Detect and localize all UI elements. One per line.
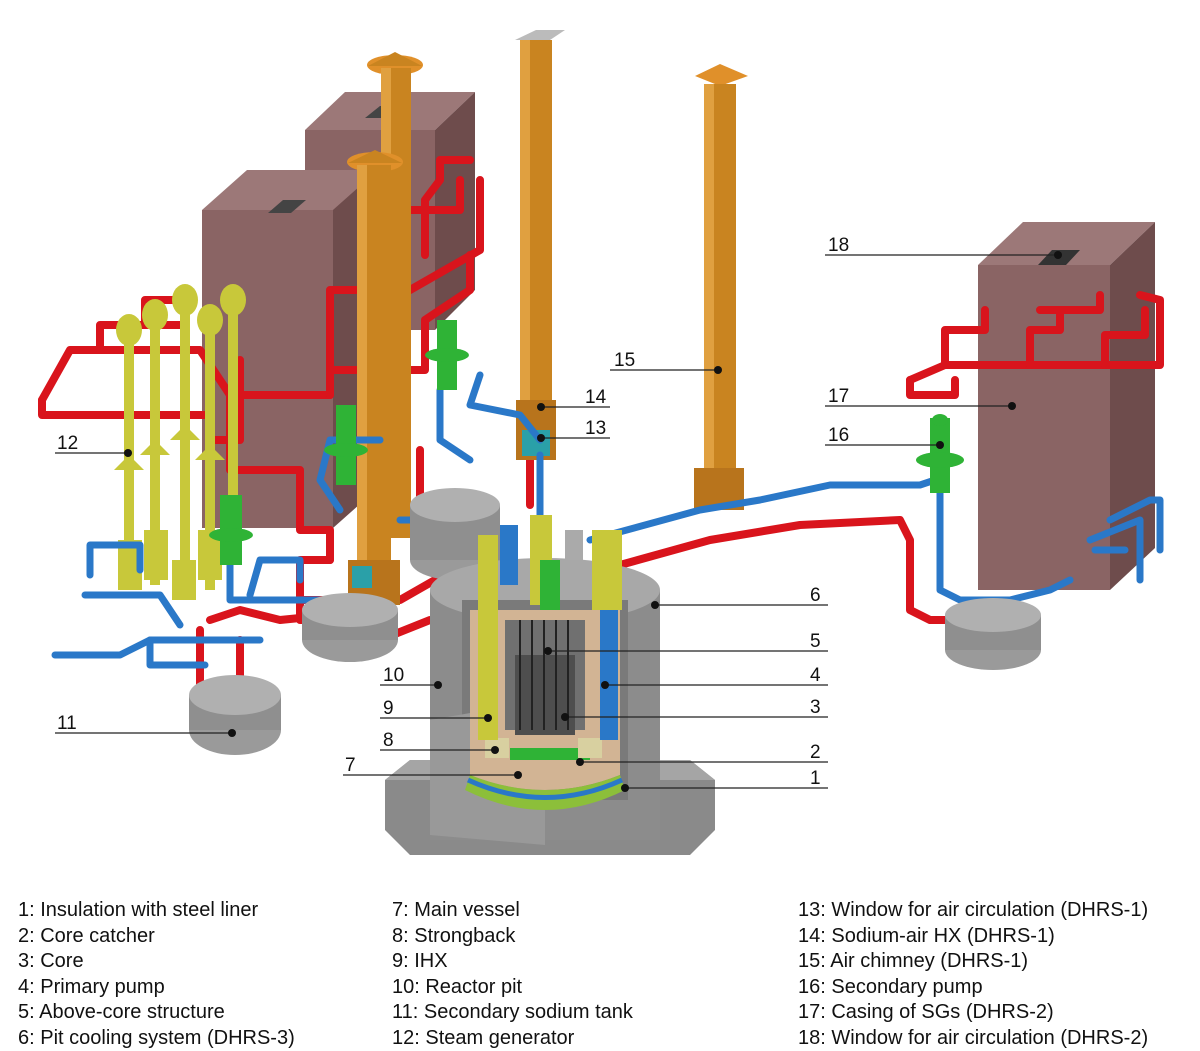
legend-column-2: 7: Main vessel 8: Strongback 9: IHX 10: … (392, 898, 633, 1051)
legend-item-5: 5: Above-core structure (18, 1001, 225, 1023)
legend-item-8: 8: Strongback (392, 924, 516, 947)
secondary-sodium-tanks (189, 488, 1041, 755)
reactor-vessel-internals (465, 610, 625, 810)
callout-dots (124, 251, 1062, 792)
ihx (478, 515, 583, 740)
legend-item-12: 12: Steam generator (392, 1026, 575, 1049)
legend-item-4: 4: Primary pump (18, 975, 165, 998)
legend-item-9: 9: IHX (392, 950, 448, 972)
legend-item-1: 1: Insulation with steel liner (18, 899, 259, 921)
legend-item-7: 7: Main vessel (392, 899, 520, 921)
legend-item-15: 15: Air chimney (DHRS-1) (798, 950, 1029, 972)
callout-6: 6 (810, 585, 821, 606)
legend-item-3: 3: Core (18, 950, 84, 972)
callout-12: 12 (57, 433, 78, 454)
callout-7: 7 (345, 755, 356, 776)
legend-item-10: 10: Reactor pit (392, 975, 523, 998)
callout-4: 4 (810, 665, 821, 686)
callout-15: 15 (614, 350, 635, 371)
legend-item-2: 2: Core catcher (18, 924, 155, 947)
callout-8: 8 (383, 730, 394, 751)
legend-item-6: 6: Pit cooling system (DHRS-3) (18, 1026, 295, 1049)
legend-item-11: 11: Secondary sodium tank (392, 1001, 633, 1023)
legend-item-13: 13: Window for air circulation (DHRS-1) (798, 899, 1149, 921)
callout-5: 5 (810, 631, 821, 652)
callout-17: 17 (828, 386, 849, 407)
callout-lines (55, 254, 1058, 789)
legend-column-3: 13: Window for air circulation (DHRS-1) … (798, 898, 1148, 1051)
callout-1: 1 (810, 768, 821, 789)
callout-14: 14 (585, 387, 607, 408)
legend-column-1: 1: Insulation with steel liner 2: Core c… (18, 898, 295, 1051)
air-chimney-right (694, 64, 748, 510)
primary-pump (592, 530, 622, 740)
callout-13: 13 (585, 418, 606, 439)
legend-item-14: 14: Sodium-air HX (DHRS-1) (798, 924, 1055, 947)
air-chimney-left-front (347, 150, 403, 605)
air-chimney-center (515, 30, 565, 460)
callout-10: 10 (383, 665, 404, 686)
callout-16: 16 (828, 425, 849, 446)
legend-item-18: 18: Window for air circulation (DHRS-2) (798, 1026, 1149, 1049)
legend-item-17: 17: Casing of SGs (DHRS-2) (798, 1001, 1054, 1023)
callout-2: 2 (810, 742, 821, 763)
callout-18: 18 (828, 235, 849, 256)
legend-item-16: 16: Secondary pump (798, 975, 983, 998)
callout-9: 9 (383, 698, 394, 719)
secondary-pumps (209, 320, 964, 565)
reactor-system-diagram: 1 2 3 4 5 6 7 8 9 10 11 12 13 14 15 16 1… (38, 30, 1164, 855)
callout-11: 11 (57, 713, 77, 734)
cold-pipes (51, 371, 1164, 669)
callout-3: 3 (810, 697, 821, 718)
